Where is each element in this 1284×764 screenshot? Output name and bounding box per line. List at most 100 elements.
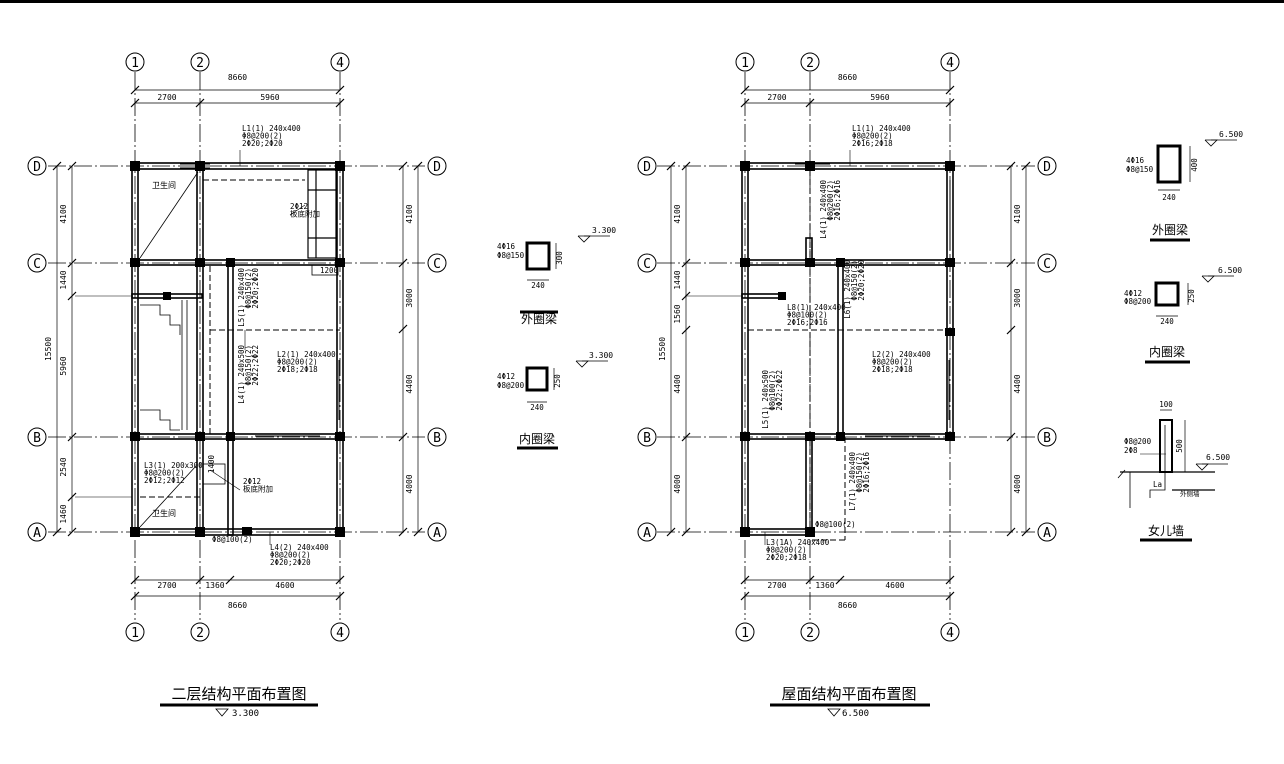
section-width: 240 <box>1162 193 1176 202</box>
plan1-bottom-dim: 2700 <box>767 581 786 590</box>
section-width: 240 <box>530 403 544 412</box>
plan0-axis-row-left: A <box>33 526 41 541</box>
section-stirrup: Φ8@150 <box>1126 165 1154 174</box>
plan0-room-label: 卫生间 <box>152 180 176 190</box>
plan0-overall-dim-top: 8660 <box>228 73 247 82</box>
plan1-axis-col-top: 2 <box>806 56 814 71</box>
plan1-beam-note-line: Φ8@200(2) <box>826 180 835 221</box>
plan1-beam-note-line: L4(1) 240x400 <box>819 180 828 239</box>
plan0-axis-col-bottom: 2 <box>196 626 204 641</box>
plan1-bottom-dim: 4600 <box>885 581 904 590</box>
section-level: 3.300 <box>592 226 616 235</box>
section-height: 250 <box>1187 289 1196 303</box>
section-level: 6.500 <box>1219 130 1243 139</box>
plan1-side-total: 15500 <box>658 337 667 361</box>
plan1-axis-row-right: D <box>1043 160 1051 175</box>
parapet-level: 6.500 <box>1206 453 1230 462</box>
plan0-beam-note-line: 2Φ12 <box>290 202 308 211</box>
plan0-axis-row-left: D <box>33 160 41 175</box>
plan1-beam-note-line: Φ8@150(2) <box>855 452 864 493</box>
plan0-overall-dim-bottom: 8660 <box>228 601 247 610</box>
plan1-beam-note-line: Φ8@150(2) <box>850 260 859 301</box>
plan0-side-dim-left: 1460 <box>59 504 68 523</box>
plan0-beam-note-line: 1200 <box>320 266 339 275</box>
parapet-la: La <box>1153 480 1162 489</box>
section-height: 400 <box>1190 158 1199 172</box>
plan0-side-dim-left: 5960 <box>59 356 68 375</box>
plan1-axis-col-bottom: 2 <box>806 626 814 641</box>
second-floor-plan <box>27 52 447 717</box>
plan1-axis-row-left: D <box>643 160 651 175</box>
section-stirrup: Φ8@150 <box>497 251 525 260</box>
plan0-title: 二层结构平面布置图 <box>171 685 306 703</box>
plan1-side-dim-left: 4400 <box>673 374 682 393</box>
plan1-beam-note-line: L7(1) 240x400 <box>848 452 857 511</box>
plan0-beam-note-line: Φ8@150(2) <box>244 345 253 386</box>
plan0-beam-note-line: 板底附加 <box>290 209 320 219</box>
plan0-top-dim: 2700 <box>157 93 176 102</box>
plan1-overall-dim-top: 8660 <box>838 73 857 82</box>
plan0-side-dim-right: 4400 <box>405 374 414 393</box>
plan1-beam-note-line: L2(2) 240x400 <box>872 350 931 359</box>
plan0-beam-note-line: 2Φ12;2Φ12 <box>144 476 185 485</box>
plan0-axis-row-right: D <box>433 160 441 175</box>
section-width: 240 <box>1160 317 1174 326</box>
plan0-beam-note-line: Φ8@150(2) <box>244 268 253 309</box>
plan1-beam-note-line: Φ8@100(2) <box>768 370 777 411</box>
section-rebar: 4Φ16 <box>1126 156 1145 165</box>
plan1-beam-note-line: 2Φ16;2Φ16 <box>787 318 828 327</box>
plan1-beam-note-line: L1(1) 240x400 <box>852 124 911 133</box>
plan0-beam-note-line: 1400 <box>207 455 216 474</box>
plan1-axis-row-right: B <box>1043 431 1051 446</box>
section-title: 内圈梁 <box>1149 344 1185 359</box>
section-height: 250 <box>553 374 562 388</box>
plan0-axis-row-left: B <box>33 431 41 446</box>
plan0-beam-note-line: Φ8@200(2) <box>144 469 185 478</box>
parapet-dim-side: 500 <box>1175 439 1184 453</box>
plan1-axis-row-left: A <box>643 526 651 541</box>
section-rebar: 4Φ12 <box>497 372 515 381</box>
plan0-axis-row-right: B <box>433 431 441 446</box>
section-width: 240 <box>531 281 545 290</box>
plan0-bottom-dim: 4600 <box>275 581 294 590</box>
plan1-beam-note-line: L8(1) 240x400 <box>787 303 846 312</box>
top-border-line <box>0 0 1284 3</box>
plan0-room-label: 卫生间 <box>152 508 176 518</box>
plan1-overall-dim-bottom: 8660 <box>838 601 857 610</box>
section-level: 6.500 <box>1218 266 1242 275</box>
section-stirrup: Φ8@200 <box>497 381 525 390</box>
plan0-beam-note-line: L4(1) 240x500 <box>237 345 246 404</box>
plan1-side-dim-left: 4100 <box>673 204 682 223</box>
plan0-beam-note-line: 板底附加 <box>243 484 273 494</box>
beam-sections <box>517 139 1237 450</box>
plan1-beam-note-line: Φ8@100(2) <box>815 520 856 529</box>
plan0-side-dim-left: 2540 <box>59 457 68 476</box>
plan0-beam-note-line: Φ8@200(2) <box>270 551 311 560</box>
plan1-side-dim-left: 1560 <box>673 304 682 323</box>
section-level: 3.300 <box>589 351 613 360</box>
plan0-top-dim: 5960 <box>260 93 279 102</box>
section-height: 300 <box>555 251 564 265</box>
plan0-axis-col-top: 4 <box>336 56 344 71</box>
plan0-side-dim-left: 4100 <box>59 204 68 223</box>
plan0-bottom-dim: 2700 <box>157 581 176 590</box>
parapet-rebar-b: 2Φ8 <box>1124 446 1138 455</box>
section-title: 外圈梁 <box>1152 222 1188 237</box>
parapet-dim-top: 100 <box>1159 400 1173 409</box>
parapet-note: 外侧墙 <box>1180 489 1200 498</box>
plan1-top-dim: 5960 <box>870 93 889 102</box>
plan1-beam-note-line: 2Φ20;2Φ18 <box>766 553 807 562</box>
plan1-beam-note-line: 2Φ16;2Φ16 <box>862 452 871 493</box>
plan0-beam-note-line: L4(2) 240x400 <box>270 543 329 552</box>
section-rebar: 4Φ16 <box>497 242 516 251</box>
plan1-beam-note-line: Φ8@200(2) <box>852 132 893 141</box>
plan0-axis-row-left: C <box>33 257 41 272</box>
roof-plan <box>637 52 1057 717</box>
plan1-top-dim: 2700 <box>767 93 786 102</box>
plan0-beam-note-line: 2Φ20;2Φ20 <box>270 558 311 567</box>
plan0-beam-note-line: Φ8@100(2) <box>212 535 253 544</box>
plan1-beam-note-line: 2Φ16;2Φ18 <box>852 139 893 148</box>
plan0-axis-row-right: C <box>433 257 441 272</box>
plan0-side-dim-right: 4000 <box>405 474 414 493</box>
